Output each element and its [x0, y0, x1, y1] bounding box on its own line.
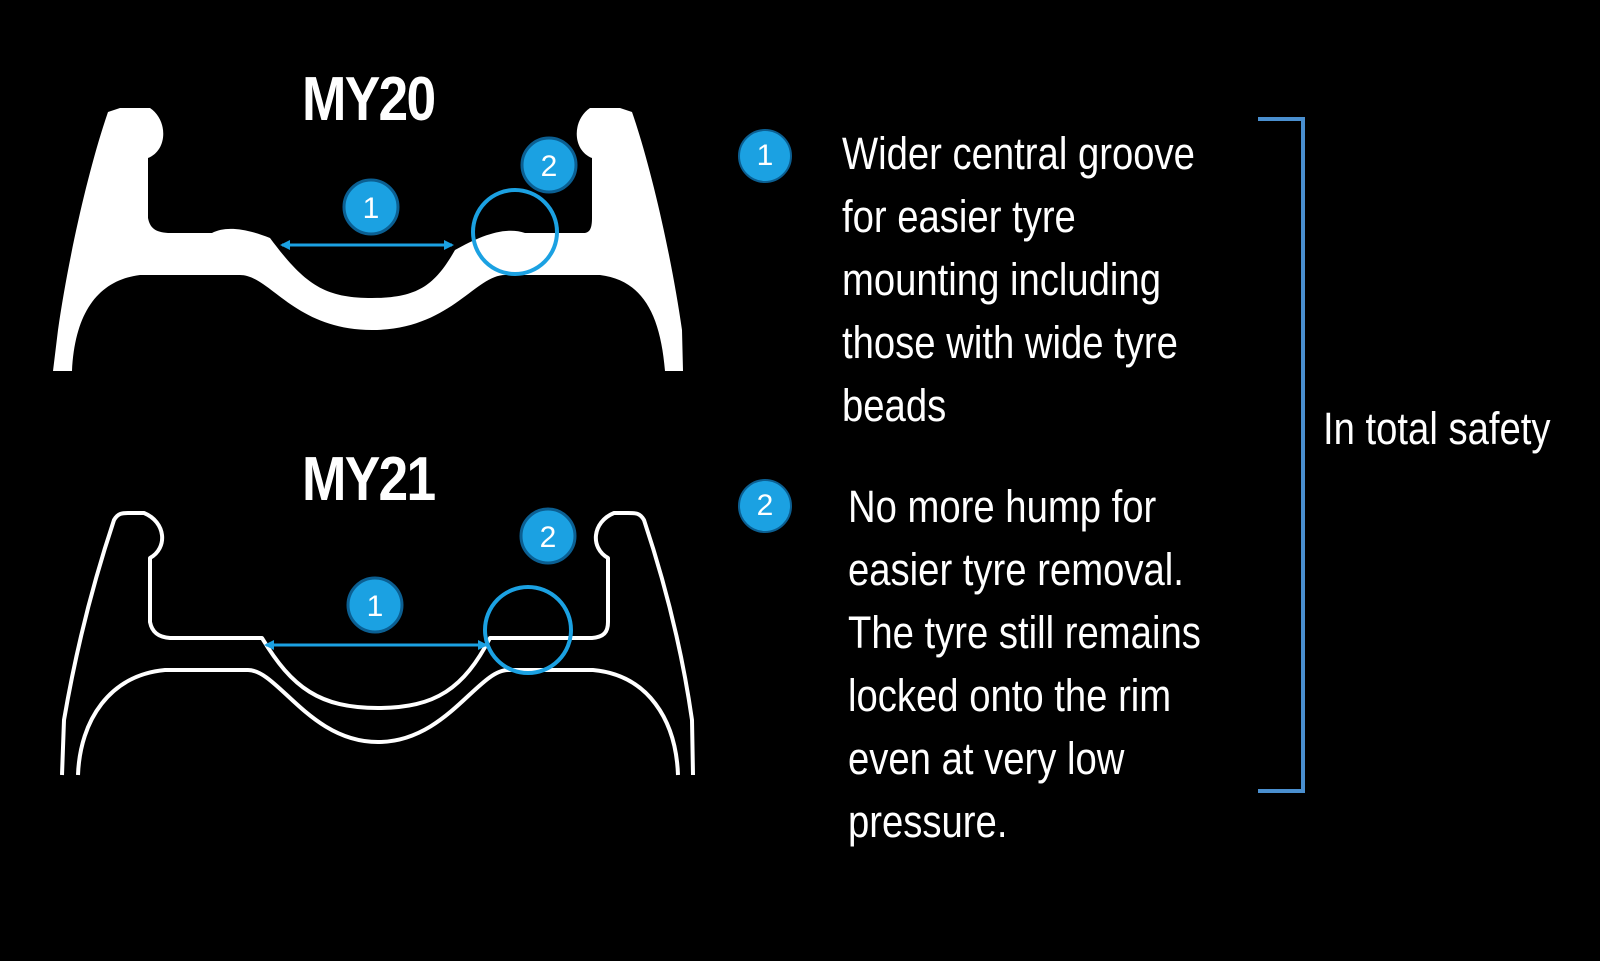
my21-rim-inner-wall	[76, 668, 680, 776]
my20-hump-highlight-circle	[471, 188, 559, 276]
model-label-my21: MY21	[302, 445, 436, 514]
my21-rim-profile	[60, 511, 695, 776]
my21-badge-1: 1	[346, 576, 404, 634]
my20-rim-profile	[53, 108, 683, 371]
point-1-description: Wider central groove for easier tyre mou…	[842, 128, 1195, 431]
model-label-my20: MY20	[302, 65, 436, 134]
svg-text:1: 1	[367, 590, 384, 623]
svg-text:2: 2	[540, 521, 557, 554]
point-2-description: No more hump for easier tyre removal. Th…	[848, 481, 1201, 847]
summary-label: In total safety	[1323, 403, 1551, 454]
point-1-number-badge: 1	[738, 129, 792, 183]
svg-text:2: 2	[541, 150, 558, 183]
my20-badge-1: 1	[342, 178, 400, 236]
summary-bracket	[1258, 117, 1305, 793]
my21-hump-highlight-circle	[483, 585, 573, 675]
point-2-number-badge: 2	[738, 479, 792, 533]
svg-text:1: 1	[363, 192, 380, 225]
my20-badge-2: 2	[520, 136, 578, 194]
my21-badge-2: 2	[519, 507, 577, 565]
